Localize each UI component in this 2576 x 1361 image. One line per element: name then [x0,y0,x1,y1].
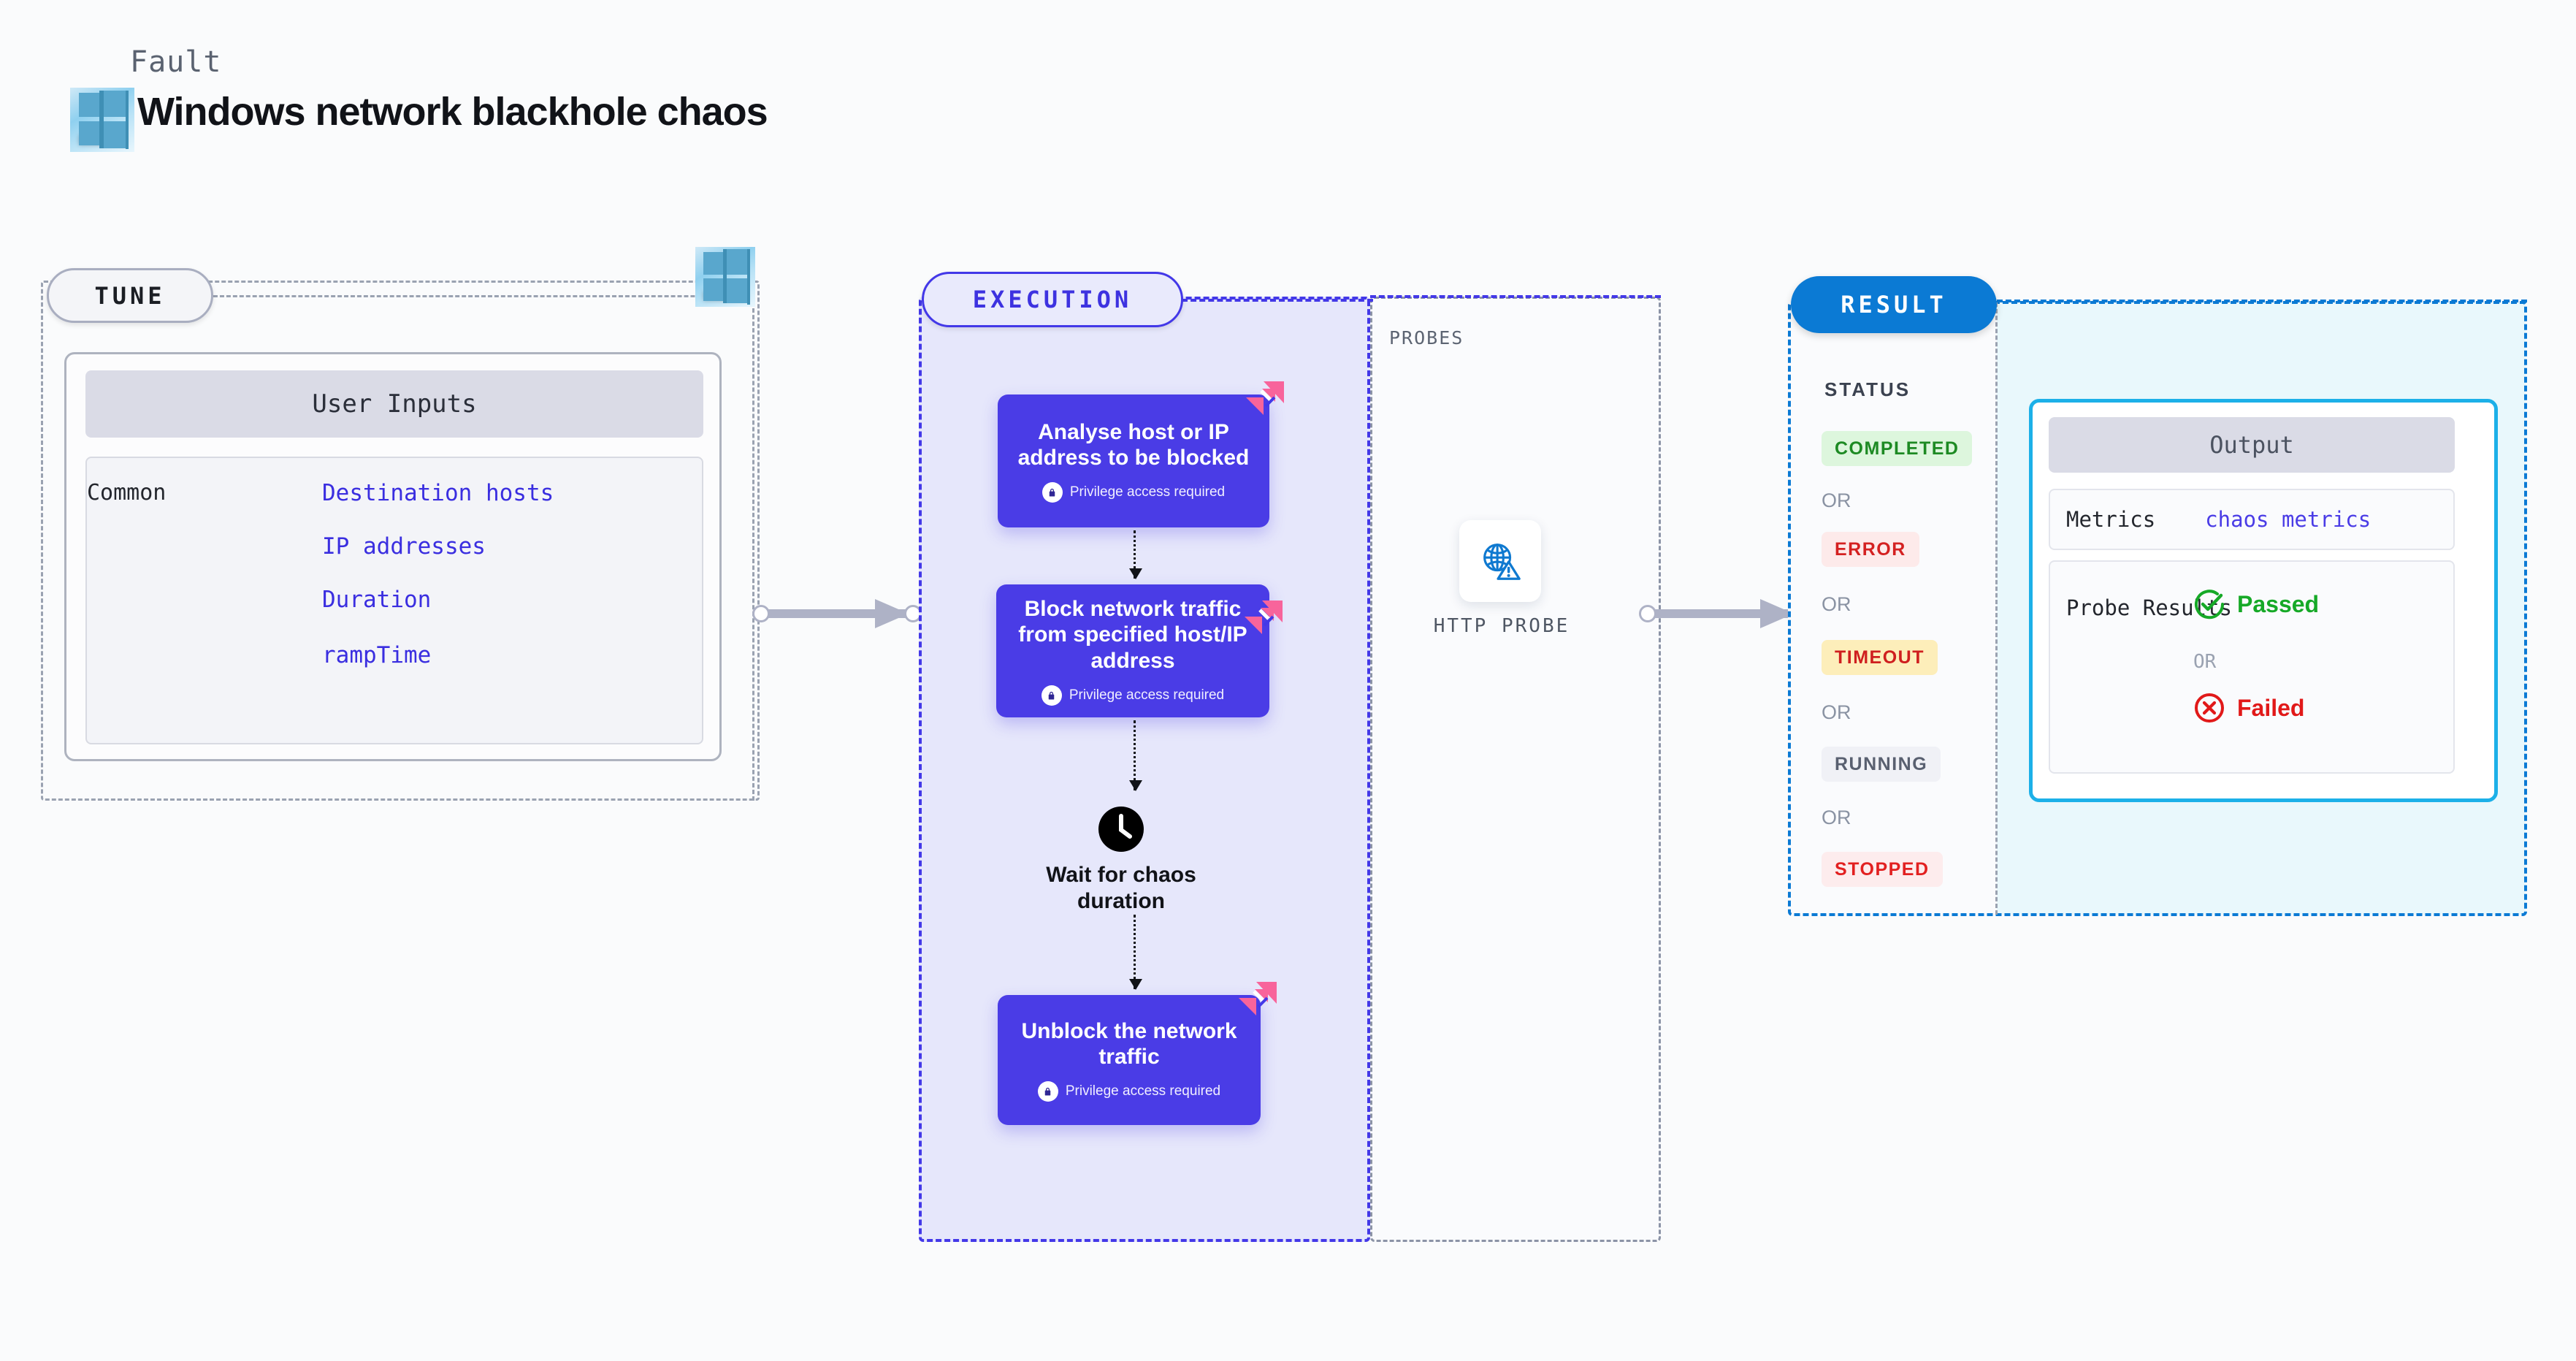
user-inputs-card: User Inputs Common Destination hosts IP … [64,352,722,761]
windows-logo-icon [695,247,755,307]
result-status-column [1788,301,1997,916]
privilege-note: Privilege access required [1041,685,1225,706]
or-label: OR [1822,701,1851,723]
privilege-text: Privilege access required [1065,1083,1221,1099]
metrics-value[interactable]: chaos metrics [2205,507,2371,532]
wait-label: Wait for chaos duration [1046,863,1196,913]
fault-kicker: Fault [130,45,222,79]
probes-top-dash-line [1370,295,1661,298]
privilege-text: Privilege access required [1069,687,1225,704]
probe-results-row: Probe Results Passed OR Failed [2049,560,2455,774]
tune-top-dash-line [213,295,754,297]
clock-icon [1098,807,1144,852]
user-inputs-body [85,457,703,744]
http-probe-tile[interactable] [1459,520,1541,602]
status-badge-running: RUNNING [1822,747,1941,782]
status-badge-completed: COMPLETED [1822,431,1973,466]
result-badge[interactable]: RESULT [1791,276,1997,333]
or-label: OR [1822,489,1851,511]
status-badge-timeout: TIMEOUT [1822,640,1938,675]
status-badge-stopped: STOPPED [1822,852,1943,887]
privilege-text: Privilege access required [1069,484,1226,500]
flow-arrow-1 [1129,530,1142,579]
execution-step-3[interactable]: Unblock the network traffic Privilege ac… [998,995,1261,1125]
metrics-key: Metrics [2066,507,2156,532]
litmus-chaos-icon [1234,982,1277,1020]
status-badge-error: ERROR [1822,532,1919,567]
check-circle-icon [2195,590,2225,619]
user-inputs-header: User Inputs [85,370,703,438]
http-probe-label: HTTP PROBE [1433,615,1570,637]
input-ip-addresses[interactable]: IP addresses [322,533,486,560]
connector-execution-to-result [1639,599,1807,628]
execution-badge[interactable]: EXECUTION [922,272,1183,327]
probes-label: PROBES [1389,327,1464,348]
input-duration[interactable]: Duration [322,587,432,613]
result-section [1788,301,2527,916]
execution-top-dash-line [1182,299,1373,302]
execution-step-2[interactable]: Block network traffic from specified hos… [996,584,1269,717]
or-label: OR [1822,807,1851,828]
x-circle-icon [2195,693,2224,723]
privilege-note: Privilege access required [1037,1081,1221,1102]
status-column-divider [1995,302,1998,915]
or-label: OR [1822,593,1851,615]
page-header: Fault Windows network blackhole chaos [70,45,1166,177]
lock-icon [1037,1081,1058,1102]
probe-passed-label: Passed [2237,590,2320,617]
flow-arrow-3 [1129,915,1142,990]
privilege-note: Privilege access required [1042,482,1225,503]
metrics-row: Metrics chaos metrics [2049,489,2455,550]
page-title: Windows network blackhole chaos [137,90,768,134]
lock-icon [1041,685,1062,706]
tune-section [41,281,760,801]
tune-badge[interactable]: TUNE [47,268,213,323]
input-group-label: Common [87,480,167,506]
probe-result-passed: Passed [2193,588,2319,620]
probe-or-label: OR [2193,651,2217,673]
lock-icon [1042,482,1063,503]
tune-right-dash-line [752,295,754,801]
step-title: Block network traffic from specified hos… [1018,596,1247,673]
litmus-chaos-icon [1242,381,1284,419]
status-label: STATUS [1824,378,1911,400]
flow-arrow-2 [1129,720,1142,791]
litmus-chaos-icon [1240,601,1283,638]
execution-step-1[interactable]: Analyse host or IP address to be blocked… [998,394,1269,527]
step-title: Analyse host or IP address to be blocked [1017,419,1250,470]
input-destination-hosts[interactable]: Destination hosts [322,480,554,506]
input-ramptime[interactable]: rampTime [322,642,432,668]
probes-section [1370,297,1661,1242]
windows-logo-icon [70,88,134,152]
probe-result-failed: Failed [2193,692,2304,724]
step-title: Unblock the network traffic [1021,1018,1237,1069]
globe-warning-icon [1483,544,1521,580]
connector-tune-to-execution [752,599,922,628]
result-top-dash-line [1997,300,2527,302]
probe-failed-label: Failed [2237,694,2305,721]
output-header: Output [2049,417,2455,473]
output-card: Output Metrics chaos metrics Probe Resul… [2029,399,2498,802]
